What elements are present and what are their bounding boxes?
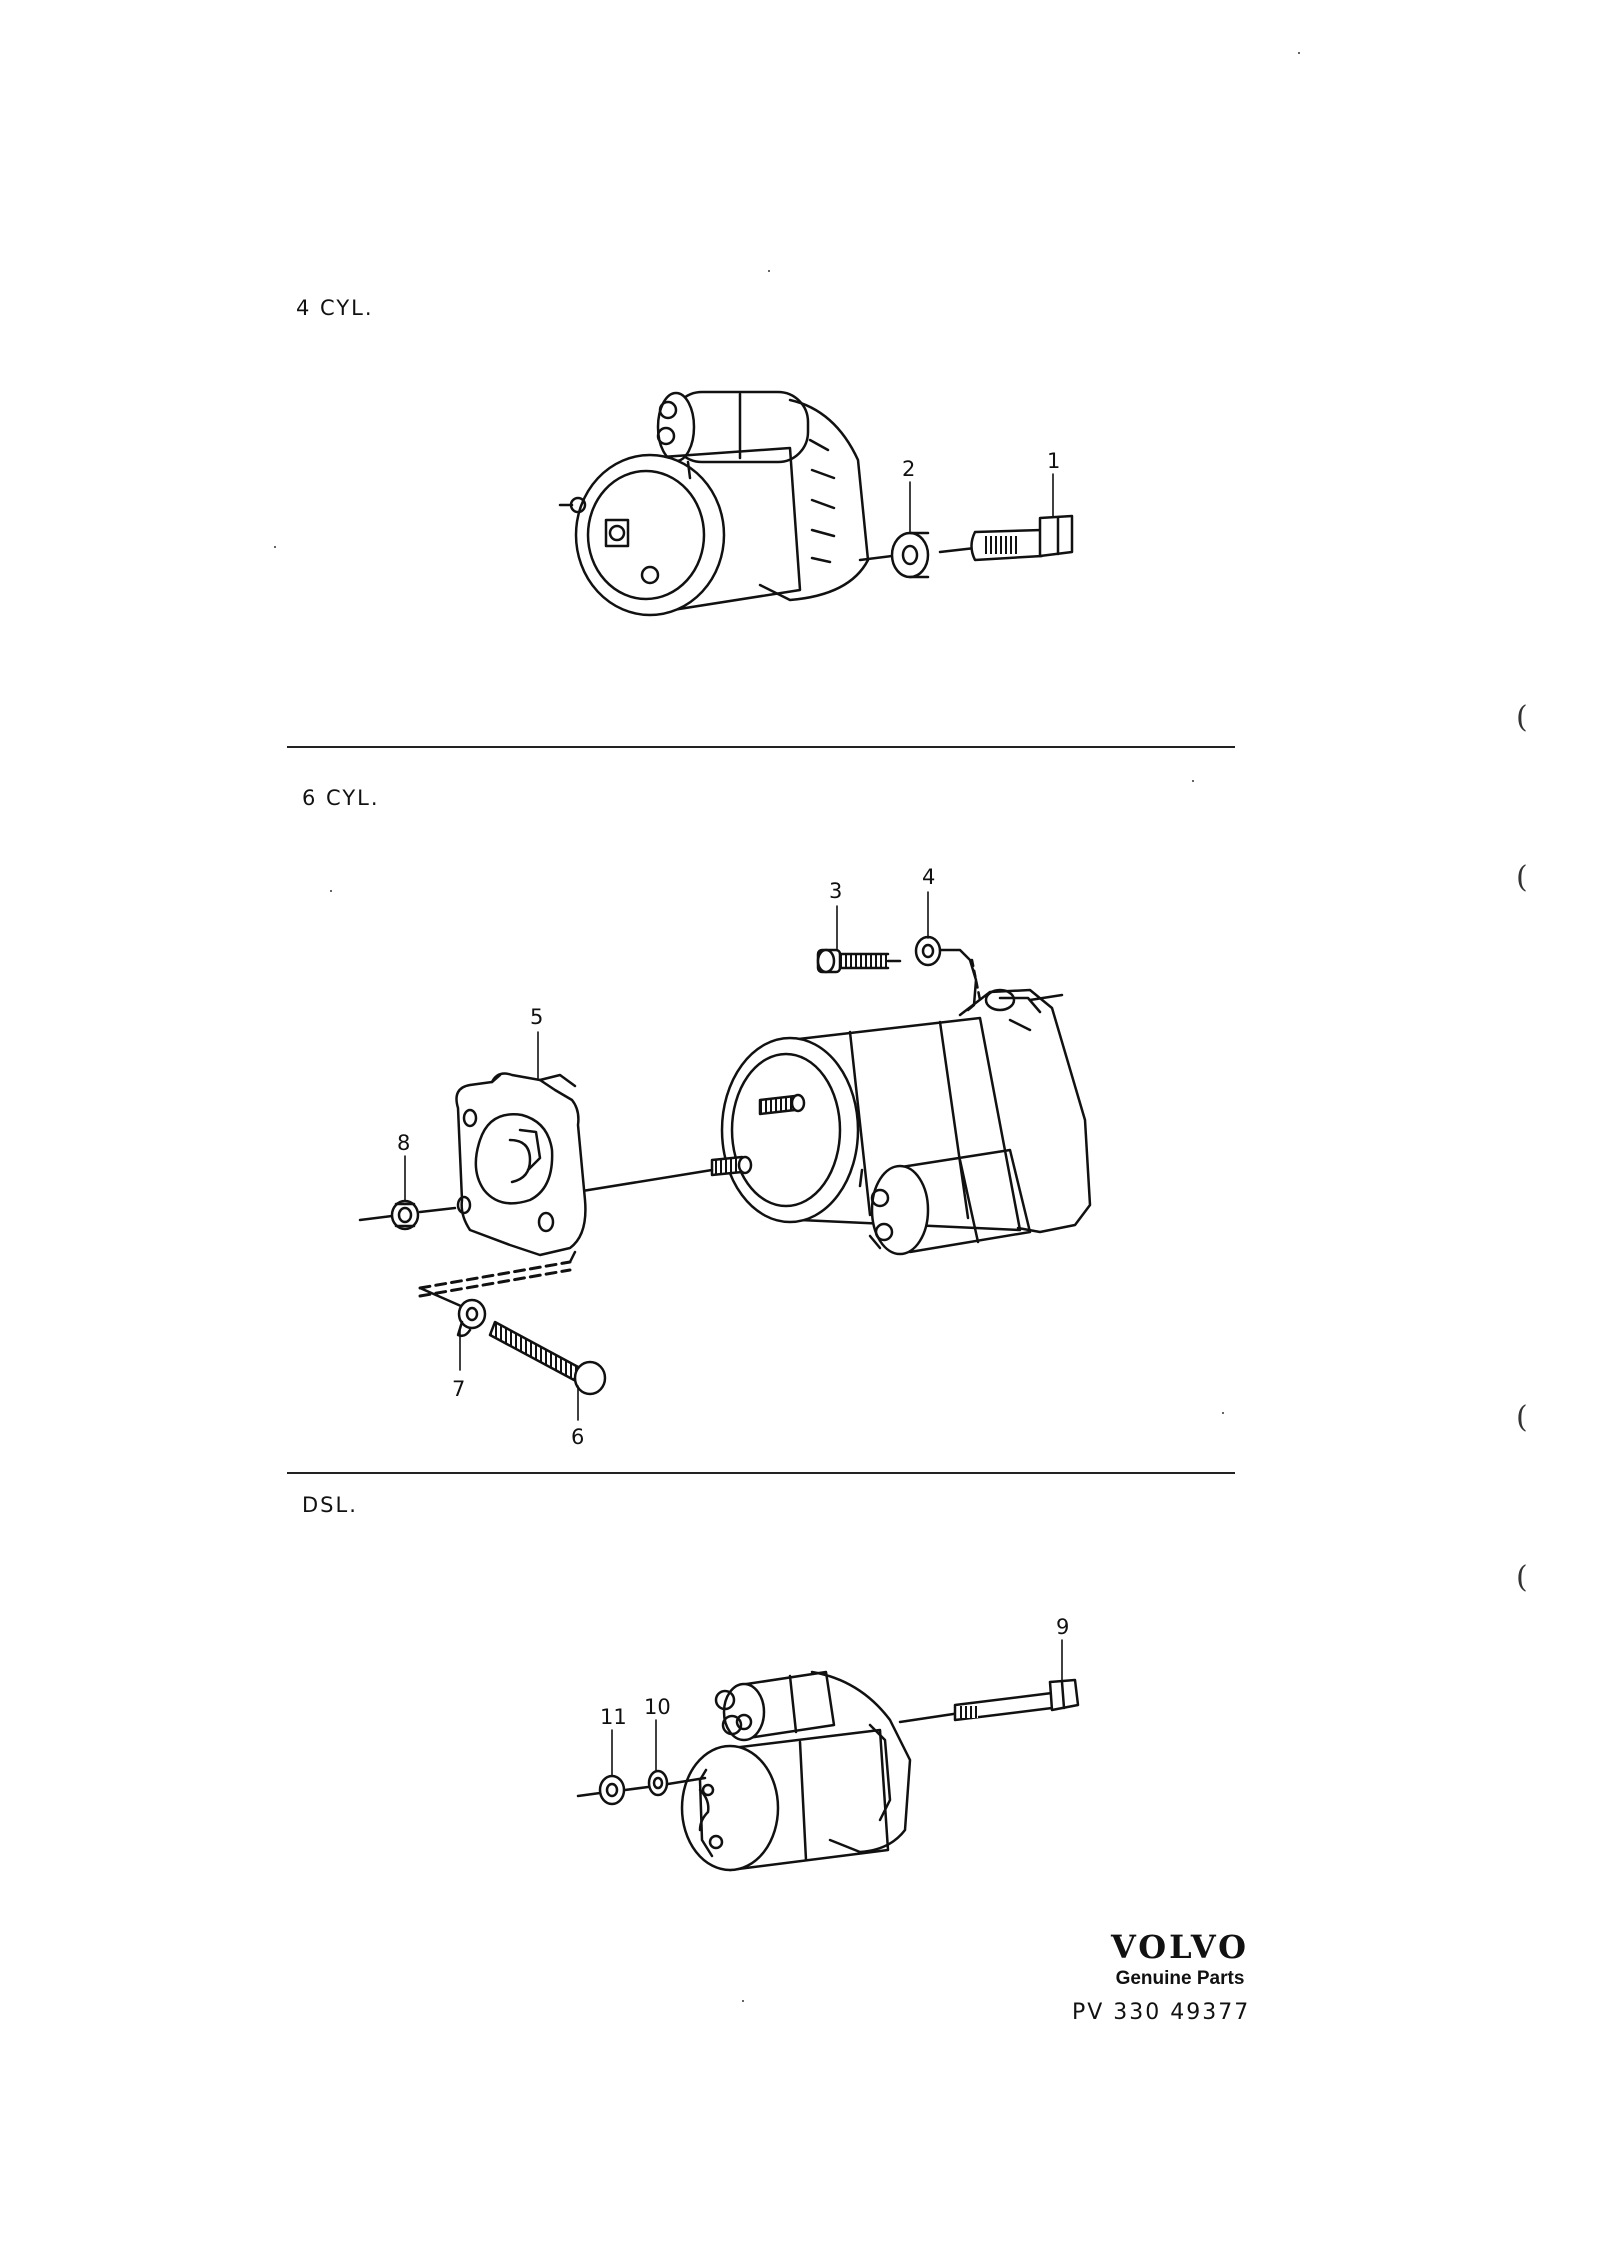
callout-10: 10 [644,1695,671,1719]
margin-mark: ( [1516,700,1528,735]
section-label-4cyl: 4 CYL. [296,296,374,320]
scan-speck [1298,52,1300,54]
callout-3: 3 [829,879,842,903]
margin-mark: ( [1516,860,1528,895]
section-divider [287,746,1235,748]
bolt-6 [488,1320,607,1396]
washer-10 [647,1769,669,1797]
part-diagram-code: PV 330 49377 [1072,2000,1251,2025]
callout-9: 9 [1056,1615,1069,1639]
starter-motor-4cyl [558,390,1072,617]
margin-mark: ( [1516,1400,1528,1435]
bolt-1 [970,514,1074,562]
callout-11: 11 [600,1705,627,1729]
callout-2: 2 [902,457,915,481]
nut-8 [390,1199,420,1231]
section-label-6cyl: 6 CYL. [302,786,380,810]
starter-motor-6cyl [710,988,1092,1256]
mounting-plate-5 [455,1072,587,1257]
washer-2 [890,531,930,579]
section-divider [287,1472,1235,1474]
section-label-dsl: DSL. [302,1493,358,1517]
genuine-parts-tagline: Genuine Parts [1115,1968,1245,1989]
callout-4: 4 [922,865,935,889]
callout-1: 1 [1047,449,1060,473]
scan-speck [768,270,770,272]
washer-4 [914,935,982,1012]
callout-6: 6 [571,1425,584,1449]
starter-motor-diesel [680,1670,912,1872]
margin-mark: ( [1516,1560,1528,1595]
callout-8: 8 [397,1131,410,1155]
bolt-3 [816,948,902,974]
callout-7: 7 [452,1377,465,1401]
scan-speck [274,546,276,548]
callout-5: 5 [530,1005,543,1029]
scan-speck [742,2000,744,2002]
scan-speck [330,890,332,892]
leader-lines [404,473,1063,1776]
nut-11 [598,1774,626,1806]
scan-speck [1192,780,1194,782]
scan-speck [1222,1412,1224,1414]
washer-7 [456,1298,487,1338]
volvo-logo: VOLVO [1111,1928,1249,1966]
bolt-9 [953,1678,1080,1722]
